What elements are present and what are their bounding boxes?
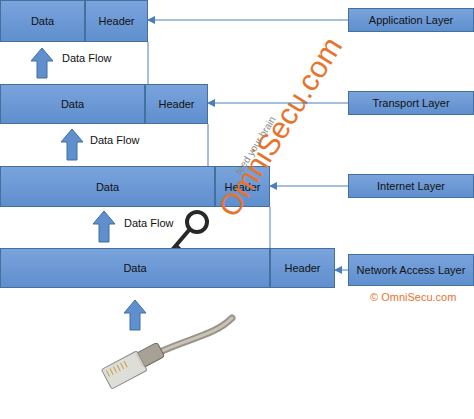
layer-arrow <box>335 270 348 271</box>
layer-arrow <box>208 103 348 104</box>
header-box: Header <box>85 0 148 42</box>
data-box: Data <box>0 248 270 288</box>
layer-box: Internet Layer <box>348 174 474 198</box>
layer-box: Transport Layer <box>348 91 474 115</box>
layer-box: Network Access Layer <box>348 254 474 286</box>
node-text: Network Access Layer <box>355 264 468 276</box>
node-text: Application Layer <box>367 14 455 26</box>
watermark-key <box>172 212 207 250</box>
layer-arrow <box>270 186 348 187</box>
data-box: Data <box>0 84 145 124</box>
node-text: Data <box>121 262 148 274</box>
layer-box: Application Layer <box>348 8 474 32</box>
network-cable <box>101 318 232 389</box>
copyright-note: © OmniSecu.com <box>370 291 456 303</box>
data-box: Data <box>0 166 215 207</box>
node-text: Header <box>282 262 322 274</box>
watermark: OmniSecu.com <box>212 31 350 223</box>
node-text: Data <box>59 98 86 110</box>
node-text: Header <box>96 15 136 27</box>
node-text: Data <box>29 15 56 27</box>
flow-label: Data Flow <box>62 52 112 64</box>
data-box: Data <box>0 0 85 42</box>
node-text: Data <box>94 181 121 193</box>
header-box: Header <box>145 84 208 124</box>
node-text: Transport Layer <box>370 97 451 109</box>
layer-arrow <box>148 20 348 21</box>
flow-label: Data Flow <box>124 217 174 229</box>
header-box: Header <box>270 248 335 288</box>
flow-label: Data Flow <box>90 134 140 146</box>
node-text: Header <box>156 98 196 110</box>
node-text: Internet Layer <box>375 180 447 192</box>
